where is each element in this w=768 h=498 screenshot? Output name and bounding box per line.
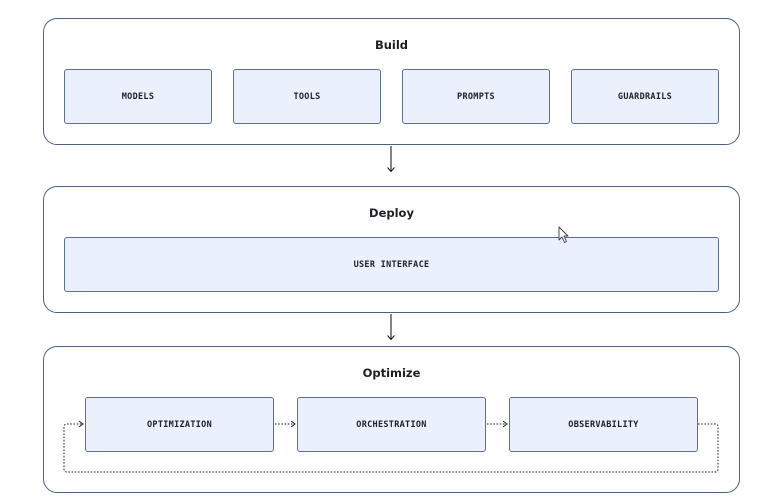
optimize-title: Optimize (362, 366, 421, 380)
node-prompts[interactable]: PROMPTS (402, 69, 550, 124)
build-title: Build (374, 38, 409, 52)
arrow-optimization-to-orchestration (275, 420, 296, 428)
feedback-loop-arrow (63, 420, 719, 473)
mouse-pointer-icon (558, 226, 569, 243)
arrow-build-to-deploy (387, 146, 395, 173)
node-guardrails[interactable]: GUARDRAILS (571, 69, 719, 124)
node-tools[interactable]: TOOLS (233, 69, 381, 124)
node-orchestration[interactable]: ORCHESTRATION (297, 397, 486, 452)
arrow-orchestration-to-observability (487, 420, 508, 428)
node-models[interactable]: MODELS (64, 69, 212, 124)
node-observability[interactable]: OBSERVABILITY (509, 397, 698, 452)
arrow-deploy-to-optimize (387, 314, 395, 341)
node-user-interface[interactable]: USER INTERFACE (64, 237, 719, 292)
node-optimization[interactable]: OPTIMIZATION (85, 397, 274, 452)
deploy-title: Deploy (369, 206, 414, 220)
